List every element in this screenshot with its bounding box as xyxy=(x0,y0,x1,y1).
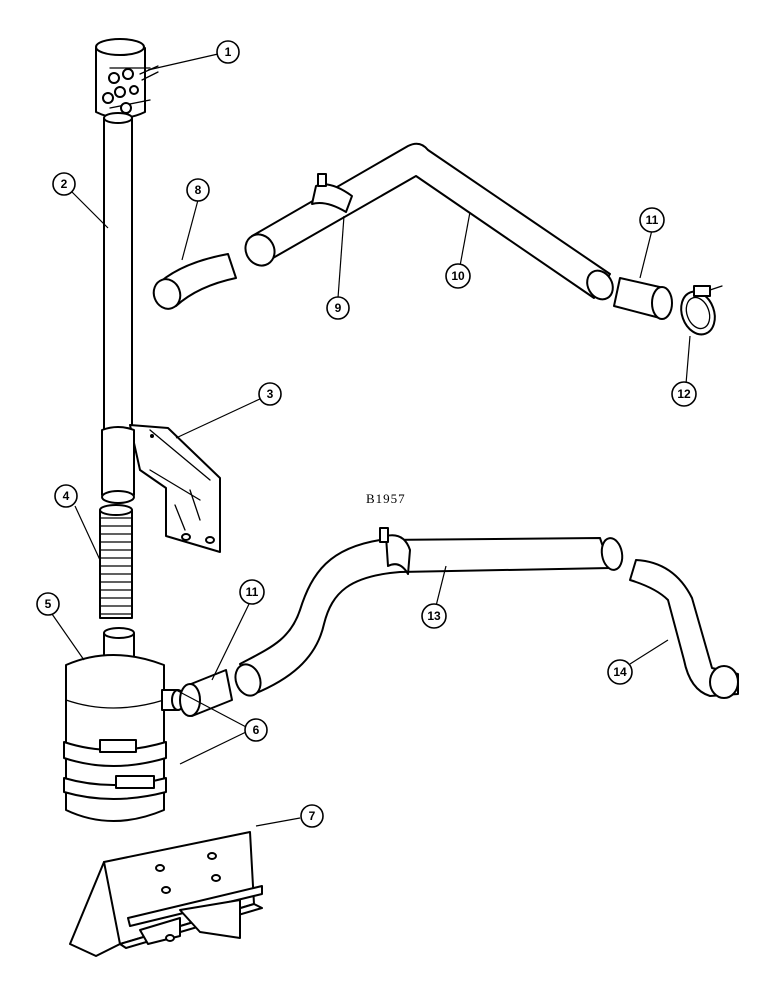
callout-10: 10 xyxy=(445,263,471,289)
callout-9: 9 xyxy=(326,296,350,320)
callout-5: 5 xyxy=(36,592,60,616)
callout-13: 13 xyxy=(421,603,447,629)
callout-12-text: 12 xyxy=(677,387,691,401)
callout-13-text: 13 xyxy=(427,609,441,623)
callout-8: 8 xyxy=(186,178,210,202)
mounting-bracket xyxy=(69,831,263,957)
intake-pipe xyxy=(103,112,133,439)
callout-8-text: 8 xyxy=(195,183,202,197)
coupling-hose-upper xyxy=(613,277,673,320)
precleaner-cap xyxy=(95,38,159,119)
coupling-hose-lower xyxy=(179,669,233,717)
callout-3: 3 xyxy=(258,382,282,406)
short-elbow-hose xyxy=(152,253,237,310)
callout-11-lower-text: 11 xyxy=(246,585,259,599)
callout-9-text: 9 xyxy=(335,301,342,315)
callout-2: 2 xyxy=(52,172,76,196)
callout-12: 12 xyxy=(671,381,697,407)
lower-intake-pipe xyxy=(234,527,624,697)
leader-lines xyxy=(51,53,691,827)
hose-clamp xyxy=(680,285,723,336)
callout-7-text: 7 xyxy=(309,809,316,823)
callout-6-text: 6 xyxy=(253,723,260,737)
callout-11-upper: 11 xyxy=(639,207,665,233)
callout-5-text: 5 xyxy=(45,597,52,611)
callout-11-upper-text: 11 xyxy=(646,213,659,227)
callout-2-text: 2 xyxy=(61,177,68,191)
callout-1-text: 1 xyxy=(225,45,232,59)
pipe-bracket xyxy=(101,424,221,553)
callout-6: 6 xyxy=(244,718,268,742)
callout-14-text: 14 xyxy=(613,665,627,679)
callout-7: 7 xyxy=(300,804,324,828)
callout-10-text: 10 xyxy=(451,269,465,283)
callout-11-lower: 11 xyxy=(239,579,265,605)
callout-1: 1 xyxy=(216,40,240,64)
air-cleaner xyxy=(63,627,185,822)
callout-3-text: 3 xyxy=(267,387,274,401)
callout-4-text: 4 xyxy=(63,489,70,503)
upper-intake-pipe xyxy=(244,142,614,301)
callout-4: 4 xyxy=(54,484,78,508)
curved-hose xyxy=(629,559,739,699)
drawing-reference: B1957 xyxy=(366,491,406,506)
upper-pipe-clamp xyxy=(311,173,353,213)
flex-hose xyxy=(99,504,133,619)
callout-14: 14 xyxy=(607,659,633,685)
